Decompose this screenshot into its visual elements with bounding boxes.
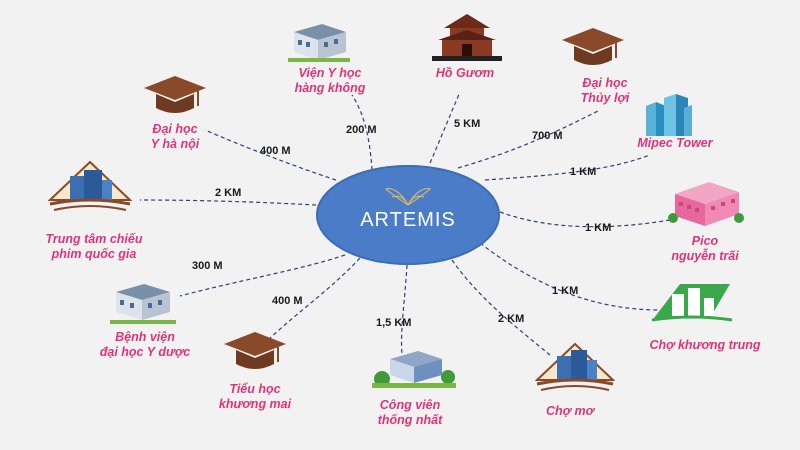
distance-benh-vien: 300 M xyxy=(192,260,223,272)
line-cho-khuong-trung xyxy=(479,242,661,311)
pink-building-icon xyxy=(668,182,744,226)
line-pico xyxy=(499,211,671,228)
distance-trung-tam: 2 KM xyxy=(215,187,242,199)
line-ho-guom xyxy=(429,91,461,164)
city-building-icon xyxy=(48,160,132,211)
line-tieu-hoc xyxy=(267,257,361,341)
line-benh-vien xyxy=(179,254,346,297)
distance-cho-khuong-trung: 1 KM xyxy=(552,285,579,297)
market-icon xyxy=(651,284,733,322)
distance-tieu-hoc: 400 M xyxy=(272,295,303,307)
park-building-icon xyxy=(372,351,456,388)
label-ho-guom: Hồ Gươm xyxy=(435,66,495,80)
label-mipec-tower: Mipec Tower xyxy=(637,136,713,150)
line-trung-tam xyxy=(139,199,317,206)
distance-dai-hoc-thuy-loi: 700 M xyxy=(532,130,563,142)
butterfly-logo-icon xyxy=(384,188,432,206)
distance-cong-vien: 1,5 KM xyxy=(376,317,412,329)
graduation-cap-icon xyxy=(562,28,624,65)
graduation-cap-icon xyxy=(224,332,286,369)
distance-ho-guom: 5 KM xyxy=(454,118,481,130)
line-dai-hoc-y xyxy=(204,129,337,181)
line-cho-mo xyxy=(451,259,551,356)
label-cho-khuong-trung: Chợ khương trung xyxy=(649,338,761,352)
line-cong-vien xyxy=(400,264,408,356)
temple-icon xyxy=(432,14,502,61)
line-dai-hoc-thuy-loi xyxy=(457,109,601,169)
graduation-cap-icon xyxy=(144,76,206,113)
distance-dai-hoc-y: 400 M xyxy=(260,145,291,157)
distance-cho-mo: 2 KM xyxy=(498,313,525,325)
label-cho-mo: Chợ mơ xyxy=(545,404,595,418)
city-building-icon xyxy=(535,342,615,391)
distance-mipec: 1 KM xyxy=(570,166,597,178)
tower-icon xyxy=(646,94,692,136)
hub-title: ARTEMIS xyxy=(360,209,456,231)
artemis-hub: ARTEMIS xyxy=(316,165,500,265)
distance-pico: 1 KM xyxy=(585,222,612,234)
building-icon xyxy=(288,24,350,62)
hospital-building-icon xyxy=(110,284,176,324)
line-mipec xyxy=(484,154,651,181)
distance-vien-y-hoc: 200 M xyxy=(346,124,377,136)
line-vien-y-hoc xyxy=(351,94,373,171)
